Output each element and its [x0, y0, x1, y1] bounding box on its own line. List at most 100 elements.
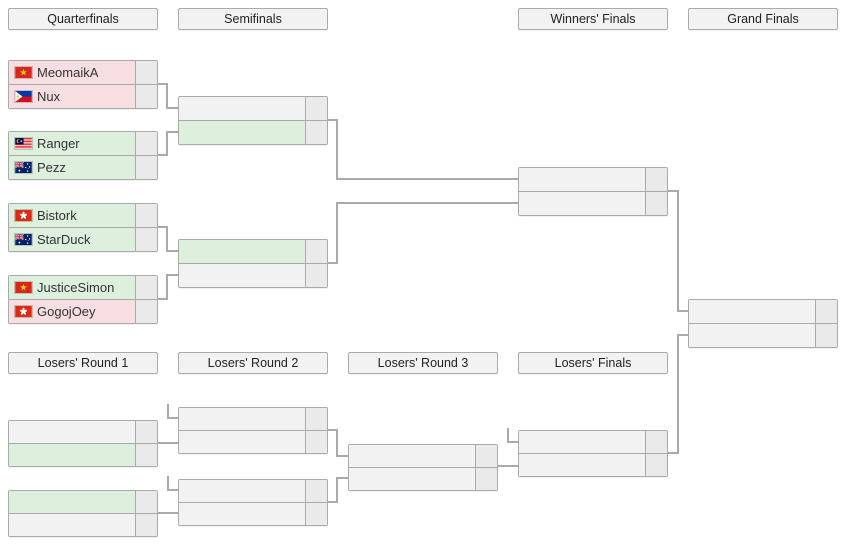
- bracket-connector: [677, 334, 679, 454]
- bracket-connector: [328, 262, 338, 264]
- philippines-flag-icon: [15, 91, 32, 102]
- bracket-connector: [328, 119, 338, 121]
- round-header-losers-finals: Losers' Finals: [518, 352, 668, 374]
- round-header-semifinals: Semifinals: [178, 8, 328, 30]
- empty-slot: [179, 502, 327, 525]
- player-slot[interactable]: Bistork: [9, 204, 157, 227]
- empty-slot: [519, 191, 667, 215]
- empty-slot: [9, 443, 157, 466]
- player-slot[interactable]: JusticeSimon: [9, 276, 157, 299]
- bracket-connector: [336, 477, 338, 503]
- score-cell: [135, 204, 157, 227]
- player-name: MeomaikA: [37, 65, 99, 80]
- score-cell: [645, 431, 667, 453]
- loser-drop-connector: [167, 476, 169, 491]
- empty-slot: [9, 421, 157, 443]
- score-cell: [475, 445, 497, 467]
- loser-drop-connector: [167, 404, 169, 419]
- score-cell: [135, 85, 157, 108]
- round-header-grand-finals: Grand Finals: [688, 8, 838, 30]
- empty-slot: [519, 431, 667, 453]
- hongkong-flag-icon: [15, 210, 32, 221]
- bracket-connector: [336, 178, 518, 180]
- bracket-connector: [336, 119, 338, 180]
- round-header-quarterfinals: Quarterfinals: [8, 8, 158, 30]
- loser-drop-connector: [507, 428, 509, 443]
- bracket-connector: [166, 274, 168, 300]
- bracket-connector: [336, 477, 348, 479]
- bracket-connector: [328, 501, 338, 503]
- bracket-connector: [166, 131, 168, 156]
- bracket-connector: [157, 154, 168, 156]
- bracket-connector: [677, 310, 688, 312]
- score-cell: [305, 480, 327, 502]
- vietnam-flag-icon: [15, 67, 32, 78]
- vietnam-flag-icon: [15, 282, 32, 293]
- player-name: StarDuck: [37, 232, 91, 247]
- empty-slot: [349, 467, 497, 490]
- score-cell: [135, 421, 157, 443]
- match-quarterfinal-1: MeomaikA Nux: [8, 60, 158, 109]
- malaysia-flag-icon: [15, 138, 32, 149]
- bracket-connector: [166, 274, 178, 276]
- score-cell: [645, 192, 667, 215]
- player-slot[interactable]: StarDuck: [9, 227, 157, 251]
- score-cell: [135, 276, 157, 299]
- player-name: GogojOey: [37, 304, 96, 319]
- bracket-connector: [166, 107, 178, 109]
- player-slot[interactable]: Nux: [9, 84, 157, 108]
- score-cell: [305, 503, 327, 525]
- empty-slot: [519, 168, 667, 191]
- match-quarterfinal-3: Bistork StarDuck: [8, 203, 158, 252]
- player-slot[interactable]: GogojOey: [9, 299, 157, 323]
- score-cell: [135, 228, 157, 251]
- match-quarterfinal-2: Ranger Pezz: [8, 131, 158, 180]
- empty-slot: [179, 430, 327, 453]
- empty-slot: [689, 300, 837, 323]
- score-cell: [135, 132, 157, 155]
- round-header-winners-finals: Winners' Finals: [518, 8, 668, 30]
- score-cell: [305, 408, 327, 430]
- score-cell: [135, 61, 157, 84]
- bracket-connector: [157, 298, 168, 300]
- bracket-connector: [677, 334, 688, 336]
- player-name: Bistork: [37, 208, 77, 223]
- score-cell: [135, 444, 157, 466]
- score-cell: [135, 300, 157, 323]
- empty-slot: [179, 408, 327, 430]
- round-header-losers-round-2: Losers' Round 2: [178, 352, 328, 374]
- bracket-connector: [336, 429, 338, 457]
- match-quarterfinal-4: JusticeSimon GogojOey: [8, 275, 158, 324]
- score-cell: [135, 491, 157, 513]
- player-slot[interactable]: Ranger: [9, 132, 157, 155]
- match-losers-round3: [348, 444, 498, 491]
- empty-slot: [9, 491, 157, 513]
- match-losers-finals: [518, 430, 668, 477]
- player-name: Ranger: [37, 136, 80, 151]
- player-slot[interactable]: MeomaikA: [9, 61, 157, 84]
- empty-slot: [689, 323, 837, 347]
- score-cell: [305, 264, 327, 287]
- match-losers-round1-1: [8, 420, 158, 467]
- empty-slot: [179, 240, 327, 263]
- match-losers-round2-1: [178, 407, 328, 454]
- score-cell: [815, 300, 837, 323]
- bracket-connector: [677, 190, 679, 312]
- empty-slot: [179, 263, 327, 287]
- empty-slot: [179, 120, 327, 144]
- player-slot[interactable]: Pezz: [9, 155, 157, 179]
- bracket-connector: [166, 226, 168, 252]
- bracket-connector: [166, 83, 168, 109]
- match-losers-round2-2: [178, 479, 328, 526]
- player-name: JusticeSimon: [37, 280, 115, 295]
- match-semifinal-2: [178, 239, 328, 288]
- loser-drop-connector: [167, 489, 178, 491]
- australia-flag-icon: [15, 234, 32, 245]
- bracket-connector: [166, 131, 178, 133]
- empty-slot: [9, 513, 157, 536]
- match-semifinal-1: [178, 96, 328, 145]
- score-cell: [645, 168, 667, 191]
- australia-flag-icon: [15, 162, 32, 173]
- bracket-connector: [157, 83, 168, 85]
- bracket-connector: [328, 429, 338, 431]
